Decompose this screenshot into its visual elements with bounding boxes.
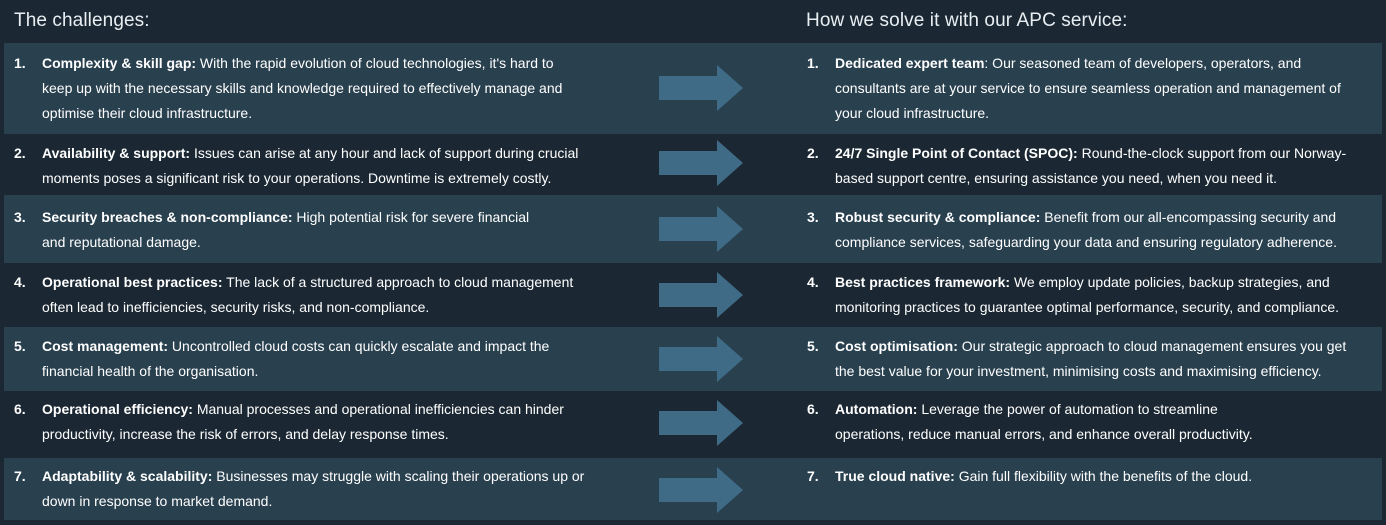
solution-title: Dedicated expert team <box>835 55 985 71</box>
right-arrow-icon <box>659 65 743 111</box>
challenge-cell: 6. Operational efficiency: Manual proces… <box>14 397 614 447</box>
solution-text: Benefit from our all-encompassing securi… <box>1040 209 1337 225</box>
solution-text: compliance services, safeguarding your d… <box>835 234 1337 250</box>
challenges-heading: The challenges: <box>14 10 150 31</box>
solution-text: operations, reduce manual errors, and en… <box>835 426 1253 442</box>
solution-text: Our strategic approach to cloud manageme… <box>957 338 1347 354</box>
solution-cell: 7. True cloud native: Gain full flexibil… <box>807 464 1379 489</box>
solutions-heading: How we solve it with our APC service: <box>806 10 1128 31</box>
solution-cell: 5. Cost optimisation: Our strategic appr… <box>807 334 1379 384</box>
right-arrow-icon <box>659 272 743 318</box>
challenge-title: Operational best practices: <box>42 274 223 290</box>
item-number: 7. <box>807 468 819 484</box>
challenge-cell: 3. Security breaches & non-compliance: H… <box>14 205 614 255</box>
challenge-text: Uncontrolled cloud costs can quickly esc… <box>168 338 550 354</box>
item-number: 4. <box>807 274 819 290</box>
item-number: 4. <box>14 274 26 290</box>
solution-cell: 3. Robust security & compliance: Benefit… <box>807 205 1379 255</box>
item-number: 5. <box>807 338 819 354</box>
item-number: 1. <box>807 55 819 71</box>
challenge-text: financial health of the organisation. <box>42 363 259 379</box>
challenge-text: productivity, increase the risk of error… <box>42 426 449 442</box>
solution-text: Leverage the power of automation to stre… <box>917 401 1218 417</box>
challenge-title: Complexity & skill gap: <box>42 55 197 71</box>
challenge-title: Operational efficiency: <box>42 401 193 417</box>
solution-title: Best practices framework: <box>835 274 1011 290</box>
comparison-table: 1. Complexity & skill gap: With the rapi… <box>4 43 1382 520</box>
item-number: 6. <box>807 401 819 417</box>
challenge-cell: 2. Availability & support: Issues can ar… <box>14 141 614 191</box>
item-number: 7. <box>14 468 26 484</box>
challenge-cell: 4. Operational best practices: The lack … <box>14 270 614 320</box>
challenge-title: Availability & support: <box>42 145 191 161</box>
challenge-text: and reputational damage. <box>42 234 201 250</box>
challenge-text: Issues can arise at any hour and lack of… <box>190 145 579 161</box>
solution-title: Automation: <box>835 401 918 417</box>
solution-title: True cloud native: <box>835 468 955 484</box>
challenge-text: The lack of a structured approach to clo… <box>222 274 574 290</box>
solution-title: 24/7 Single Point of Contact (SPOC): <box>835 145 1078 161</box>
right-arrow-icon <box>659 467 743 513</box>
challenge-text: With the rapid evolution of cloud techno… <box>196 55 554 71</box>
solution-text: Gain full flexibility with the benefits … <box>954 468 1253 484</box>
solution-cell: 6. Automation: Leverage the power of aut… <box>807 397 1379 447</box>
challenge-title: Adaptability & scalability: <box>42 468 213 484</box>
solution-cell: 4. Best practices framework: We employ u… <box>807 270 1379 320</box>
challenge-text: down in response to market demand. <box>42 493 273 509</box>
solution-text: Round-the-clock support from our Norway- <box>1077 145 1347 161</box>
item-number: 3. <box>14 209 26 225</box>
solution-title: Cost optimisation: <box>835 338 958 354</box>
item-number: 2. <box>807 145 819 161</box>
table-row: 1. Complexity & skill gap: With the rapi… <box>4 43 1382 134</box>
item-number: 2. <box>14 145 26 161</box>
table-row: 5. Cost management: Uncontrolled cloud c… <box>4 327 1382 391</box>
solution-text: consultants are at your service to ensur… <box>835 80 1341 96</box>
solution-cell: 2. 24/7 Single Point of Contact (SPOC): … <box>807 141 1379 191</box>
item-number: 3. <box>807 209 819 225</box>
item-number: 5. <box>14 338 26 354</box>
table-row: 2. Availability & support: Issues can ar… <box>4 134 1382 195</box>
right-arrow-icon <box>659 206 743 252</box>
challenge-text: Businesses may struggle with scaling the… <box>212 468 585 484</box>
challenge-title: Security breaches & non-compliance: <box>42 209 293 225</box>
item-number: 6. <box>14 401 26 417</box>
table-row: 4. Operational best practices: The lack … <box>4 263 1382 327</box>
challenge-cell: 7. Adaptability & scalability: Businesse… <box>14 464 614 514</box>
challenge-text: optimise their cloud infrastructure. <box>42 105 253 121</box>
challenge-title: Cost management: <box>42 338 169 354</box>
table-row: 7. Adaptability & scalability: Businesse… <box>4 458 1382 520</box>
solution-text: your cloud infrastructure. <box>835 105 990 121</box>
solution-title: Robust security & compliance: <box>835 209 1041 225</box>
right-arrow-icon <box>659 140 743 186</box>
challenge-text: moments poses a significant risk to your… <box>42 170 552 186</box>
table-row: 3. Security breaches & non-compliance: H… <box>4 195 1382 263</box>
solution-text: based support centre, ensuring assistanc… <box>835 170 1278 186</box>
challenge-cell: 1. Complexity & skill gap: With the rapi… <box>14 51 614 126</box>
challenge-cell: 5. Cost management: Uncontrolled cloud c… <box>14 334 614 384</box>
item-number: 1. <box>14 55 26 71</box>
challenge-text: High potential risk for severe financial <box>292 209 530 225</box>
solution-text: monitoring practices to guarantee optima… <box>835 299 1339 315</box>
solution-text: We employ update policies, backup strate… <box>1010 274 1330 290</box>
challenge-text: Manual processes and operational ineffic… <box>192 401 564 417</box>
challenge-text: often lead to inefficiencies, security r… <box>42 299 430 315</box>
solution-text: : Our seasoned team of developers, opera… <box>984 55 1302 71</box>
right-arrow-icon <box>659 400 743 446</box>
right-arrow-icon <box>659 336 743 382</box>
solution-text: the best value for your investment, mini… <box>835 363 1322 379</box>
solution-cell: 1. Dedicated expert team: Our seasoned t… <box>807 51 1379 126</box>
challenge-text: keep up with the necessary skills and kn… <box>42 80 563 96</box>
table-row: 6. Operational efficiency: Manual proces… <box>4 391 1382 458</box>
